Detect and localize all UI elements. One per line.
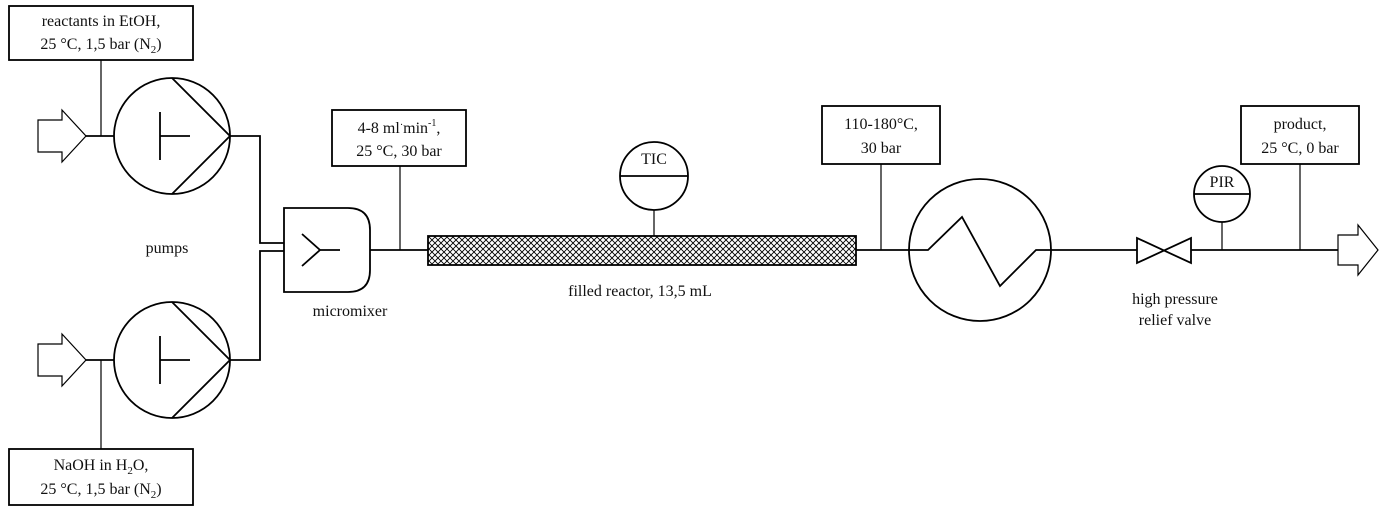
heater-line1: 110-180°C,	[844, 116, 918, 133]
flow-line1: 4-8 ml·min-1,	[358, 118, 441, 137]
feed-top-line1: reactants in EtOH,	[42, 13, 161, 30]
pipe-top-pump-to-mixer	[230, 135, 284, 244]
feed-top-line2: 25 °C, 1,5 bar (N2)	[40, 36, 161, 56]
feed-bottom-box: NaOH in H2O, 25 °C, 1,5 bar (N2)	[8, 448, 194, 506]
feed-bottom-line1: NaOH in H2O,	[54, 457, 149, 477]
product-outlet-arrow	[1337, 223, 1379, 277]
pipe-bottom-pump-to-mixer	[230, 250, 284, 361]
product-box: product, 25 °C, 0 bar	[1240, 105, 1360, 165]
pump-top	[113, 77, 232, 195]
pumps-label: pumps	[146, 240, 189, 257]
valve-label-line2: relief valve	[1139, 312, 1211, 329]
relief-valve	[1136, 236, 1192, 265]
product-line1: product,	[1274, 116, 1327, 133]
filled-reactor	[427, 235, 857, 266]
tic-instrument: TIC	[619, 141, 689, 211]
feed-top-box: reactants in EtOH, 25 °C, 1,5 bar (N2)	[8, 5, 194, 61]
valve-label-line1: high pressure	[1132, 291, 1218, 308]
micromixer	[283, 207, 371, 293]
pir-label: PIR	[1210, 174, 1235, 191]
micromixer-label: micromixer	[313, 303, 388, 320]
product-line2: 25 °C, 0 bar	[1261, 140, 1339, 157]
flow-line2: 25 °C, 30 bar	[356, 143, 442, 160]
flow-conditions-box: 4-8 ml·min-1, 25 °C, 30 bar	[331, 109, 467, 167]
tic-label: TIC	[641, 151, 667, 168]
heat-exchanger	[908, 178, 1052, 322]
pump-bottom	[113, 301, 232, 419]
heater-conditions-box: 110-180°C, 30 bar	[821, 105, 941, 165]
heater-line2: 30 bar	[861, 140, 902, 157]
feed-top-inlet-arrow	[37, 108, 87, 164]
feed-bottom-line2: 25 °C, 1,5 bar (N2)	[40, 481, 161, 501]
feed-bottom-inlet-arrow	[37, 332, 87, 388]
pir-instrument: PIR	[1193, 165, 1251, 223]
reactor-label: filled reactor, 13,5 mL	[568, 283, 712, 300]
